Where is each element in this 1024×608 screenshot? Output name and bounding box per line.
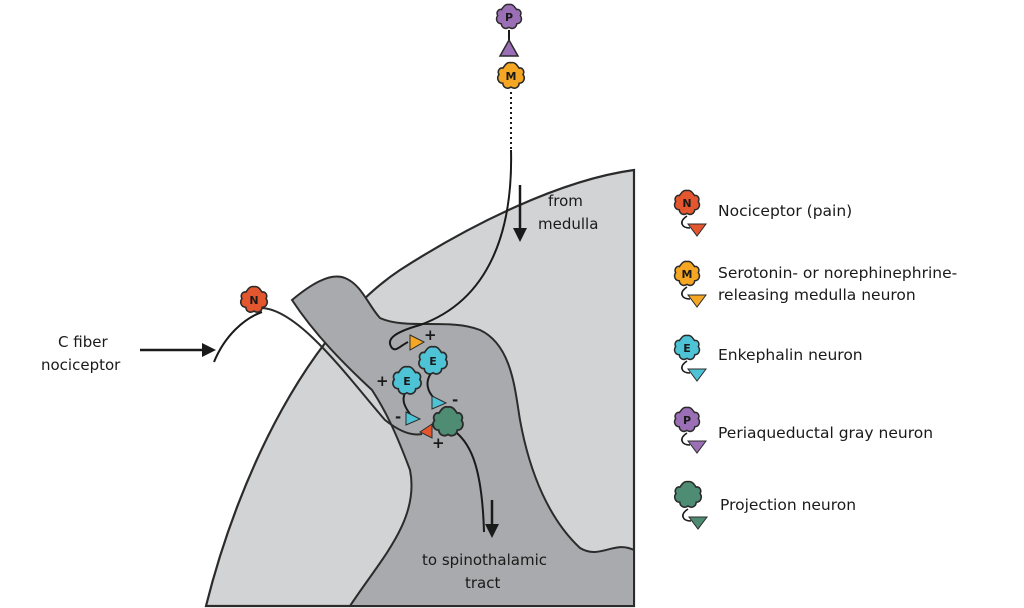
c-fiber-axon [213, 311, 263, 363]
legend-medulla-label-line1: Serotonin- or norephinephrine- [718, 264, 957, 282]
legend-projection-terminal [688, 516, 708, 530]
legend-pag-terminal [687, 440, 707, 454]
sign-minus-left: - [395, 408, 401, 426]
legend-nociceptor-label: Nociceptor (pain) [718, 202, 852, 220]
legend-projection-icon [673, 480, 703, 508]
legend-pag-axon [681, 432, 691, 446]
sign-plus-medulla: + [424, 326, 437, 344]
c-fiber-label-line2: nociceptor [41, 356, 121, 374]
legend: N Nociceptor (pain) M Serotonin- or nore… [673, 189, 957, 530]
legend-pag-letter: P [683, 414, 691, 427]
sign-minus-right: - [452, 391, 458, 409]
legend-enkephalin-letter: E [683, 342, 691, 355]
legend-item-enkephalin: E Enkephalin neuron [673, 334, 863, 382]
dorsal-root-entry [261, 307, 423, 436]
gray-matter-dorsal-horn [290, 275, 635, 607]
nociceptor-neuron-letter: N [249, 294, 258, 307]
c-fiber-arrowhead [202, 343, 216, 357]
legend-nociceptor-terminal [687, 223, 707, 237]
pag-terminal-icon [498, 38, 520, 57]
legend-medulla-terminal [687, 294, 707, 308]
medulla-terminal-icon [409, 334, 426, 351]
legend-item-pag: P Periaqueductal gray neuron [673, 406, 933, 454]
to-tract-label-line2: tract [465, 574, 500, 592]
legend-item-projection: Projection neuron [673, 480, 856, 530]
legend-projection-axon [682, 508, 692, 522]
legend-item-nociceptor: N Nociceptor (pain) [673, 189, 852, 237]
enkephalin-terminal-lower-icon [405, 411, 422, 426]
pag-neuron-letter: P [505, 11, 513, 24]
enkephalin-lower-letter: E [403, 375, 411, 388]
legend-medulla-axon [681, 286, 691, 300]
legend-item-medulla: M Serotonin- or norephinephrine- releasi… [673, 260, 957, 308]
legend-medulla-label-line2: releasing medulla neuron [718, 286, 916, 304]
sign-plus-nociceptor: + [432, 434, 445, 452]
legend-enkephalin-terminal [687, 368, 707, 382]
nociceptor-terminal-icon [419, 423, 433, 439]
medulla-neuron-letter: M [506, 70, 517, 83]
from-medulla-arrowhead [513, 228, 527, 242]
legend-enkephalin-label: Enkephalin neuron [718, 346, 863, 364]
from-medulla-label-line1: from [548, 192, 583, 210]
sign-plus-enkephalin: + [376, 372, 389, 390]
legend-nociceptor-letter: N [682, 197, 691, 210]
c-fiber-label-line1: C fiber [58, 333, 108, 351]
medulla-axon [388, 149, 513, 351]
legend-medulla-letter: M [682, 268, 693, 281]
enkephalin-upper-letter: E [429, 355, 437, 368]
legend-enkephalin-axon [681, 360, 691, 374]
from-medulla-label-line2: medulla [538, 215, 598, 233]
to-tract-arrowhead [485, 524, 499, 538]
legend-pag-label: Periaqueductal gray neuron [718, 424, 933, 442]
to-tract-label-line1: to spinothalamic [422, 551, 547, 569]
enkephalin-terminal-upper-icon [431, 395, 448, 410]
legend-projection-label: Projection neuron [720, 496, 856, 514]
legend-nociceptor-axon [681, 215, 691, 229]
